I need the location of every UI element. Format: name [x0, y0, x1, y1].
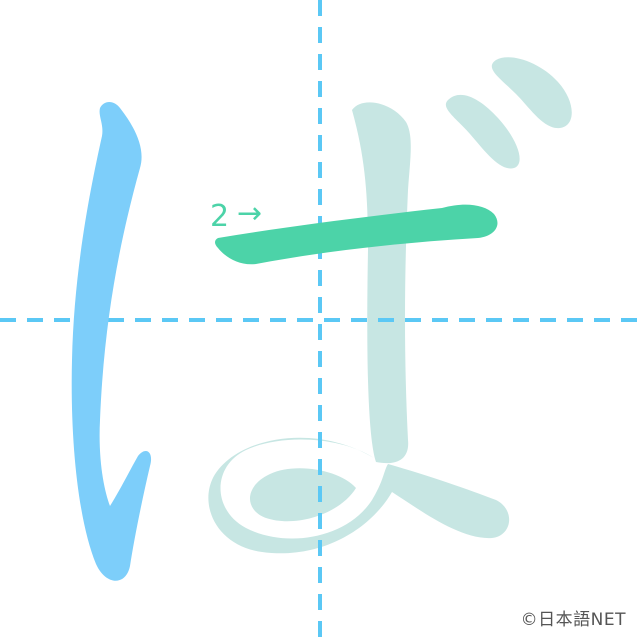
stroke-step-number: 2	[210, 199, 229, 234]
stroke-1-completed	[71, 102, 152, 581]
stroke-2-current	[215, 204, 498, 265]
stroke-direction-arrow: →	[237, 196, 262, 231]
stroke-3-loop	[208, 437, 510, 554]
remaining-strokes	[208, 57, 572, 554]
copyright-notice: ©日本語NET	[520, 610, 626, 630]
dakuten-2	[491, 57, 572, 129]
dakuten-1	[445, 94, 520, 169]
stroke-3-vertical	[352, 102, 411, 464]
